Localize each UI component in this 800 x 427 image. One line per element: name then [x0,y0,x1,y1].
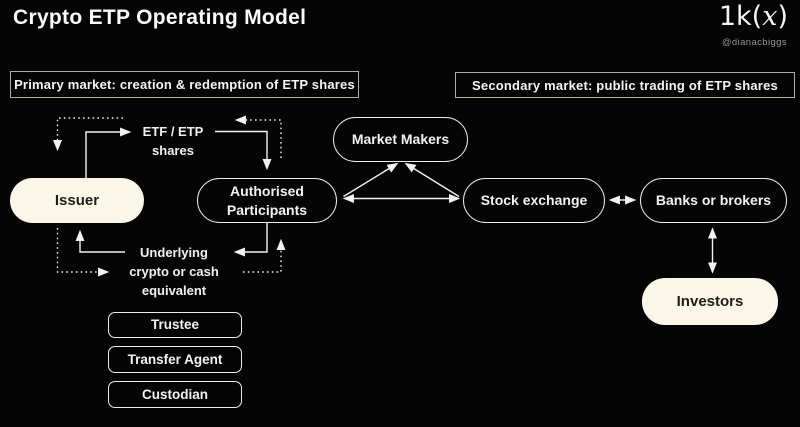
label-underlying-crypto: Underlying crypto or cash equivalent [129,245,219,298]
arrow-issuer-to-underlying-dotted [56,228,110,277]
page-title: Crypto ETP Operating Model [13,6,307,29]
arrow-issuer-to-shares [85,127,132,178]
label-etp-shares: ETF / ETP shares [142,124,204,158]
node-market-makers: Market Makers [333,117,468,162]
node-stock-exchange: Stock exchange [463,178,605,223]
node-authorised-participants: Authorised Participants [197,178,337,223]
arrow-ap-market-makers [343,162,399,198]
brand-logo: 1k(x) [719,1,788,32]
arrow-ap-to-shares-dotted [234,115,282,158]
arrow-shares-to-ap [215,130,272,171]
arrow-stock-exchange-market-makers [404,162,460,198]
node-transfer-agent: Transfer Agent [108,346,242,373]
arrow-ap-to-underlying [233,222,268,257]
node-custodian: Custodian [108,381,242,408]
section-label-secondary-market: Secondary market: public trading of ETP … [455,72,795,98]
node-trustee: Trustee [108,312,242,338]
section-label-primary-market: Primary market: creation & redemption of… [10,71,359,98]
arrow-shares-to-issuer-dotted [53,117,123,152]
arrow-underlying-to-ap-dotted [243,238,286,273]
node-investors: Investors [642,278,778,325]
node-issuer: Issuer [10,178,144,223]
twitter-handle: @dianacbiggs [721,37,787,48]
arrow-underlying-to-issuer [75,229,125,253]
node-banks-or-brokers: Banks or brokers [640,178,787,223]
logo-suffix: ) [777,1,788,32]
logo-prefix: 1k( [718,1,763,32]
logo-x: x [762,1,778,32]
